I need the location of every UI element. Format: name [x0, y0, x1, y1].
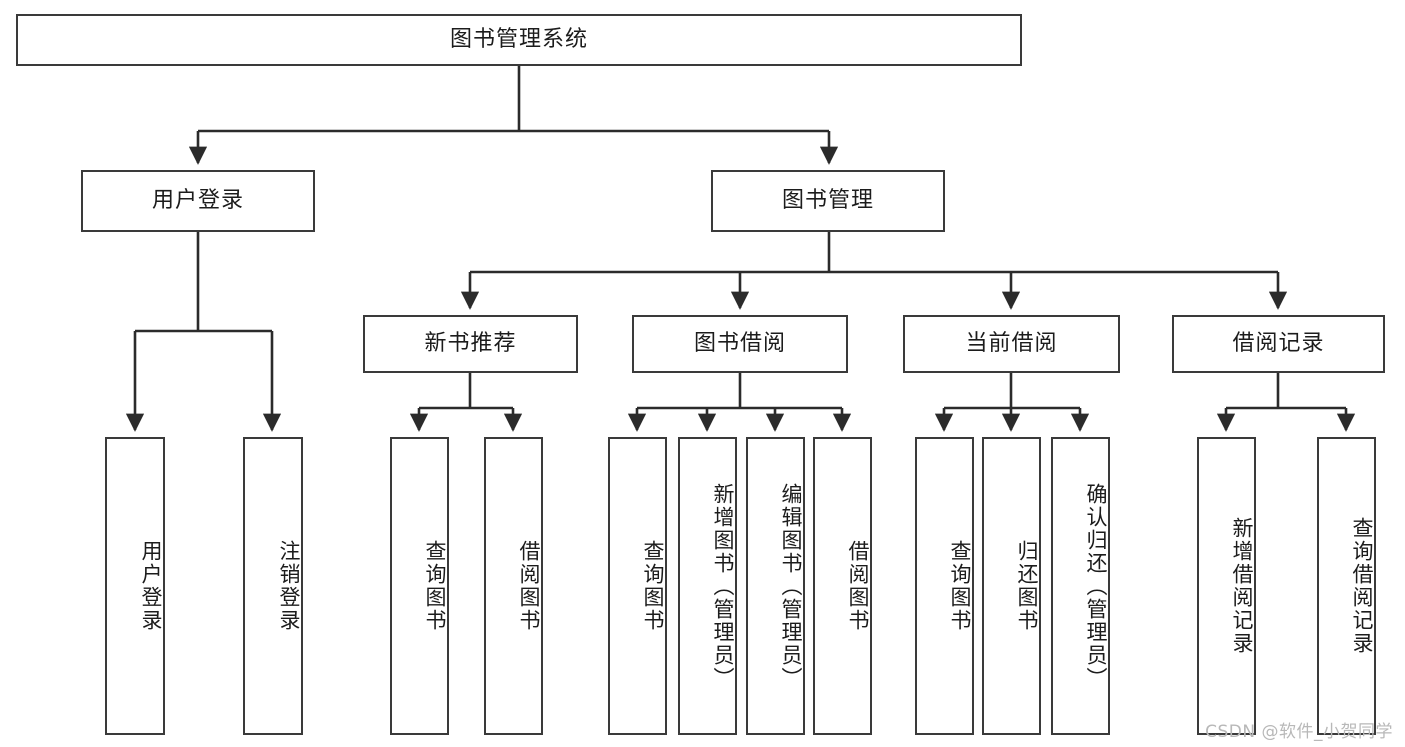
watermark-text: CSDN @软件_小贺同学: [1205, 722, 1393, 742]
node-root[interactable]: 图书管理系统: [16, 14, 1022, 66]
leaf-label: 查询图书: [641, 540, 665, 632]
node-leaf-query-borrow-record[interactable]: 查询借阅记录: [1317, 437, 1376, 735]
node-leaf-edit-book-admin[interactable]: 编辑图书（管理员）: [746, 437, 805, 735]
node-leaf-logout-login[interactable]: 注销登录: [243, 437, 303, 735]
leaf-label: 用户登录: [139, 540, 163, 632]
leaf-label: 查询图书: [423, 540, 447, 632]
node-new-book-recommend[interactable]: 新书推荐: [363, 315, 578, 373]
node-borrow-record[interactable]: 借阅记录: [1172, 315, 1385, 373]
node-leaf-return-book[interactable]: 归还图书: [982, 437, 1041, 735]
leaf-label: 新增借阅记录: [1230, 517, 1254, 655]
leaf-label: 查询借阅记录: [1350, 517, 1374, 655]
leaf-label: 编辑图书（管理员）: [779, 482, 803, 690]
leaf-label: 查询图书: [948, 540, 972, 632]
node-current-borrow[interactable]: 当前借阅: [903, 315, 1120, 373]
node-leaf-query-book-1[interactable]: 查询图书: [390, 437, 449, 735]
node-user-login[interactable]: 用户登录: [81, 170, 315, 232]
leaf-label: 注销登录: [277, 540, 301, 632]
node-leaf-add-borrow-record[interactable]: 新增借阅记录: [1197, 437, 1256, 735]
leaf-label: 借阅图书: [517, 540, 541, 632]
node-leaf-borrow-book-2[interactable]: 借阅图书: [813, 437, 872, 735]
node-leaf-confirm-return-admin[interactable]: 确认归还（管理员）: [1051, 437, 1110, 735]
leaf-label: 确认归还（管理员）: [1084, 482, 1108, 690]
node-leaf-query-book-2[interactable]: 查询图书: [608, 437, 667, 735]
node-leaf-query-book-3[interactable]: 查询图书: [915, 437, 974, 735]
node-leaf-user-login[interactable]: 用户登录: [105, 437, 165, 735]
node-leaf-add-book-admin[interactable]: 新增图书（管理员）: [678, 437, 737, 735]
leaf-label: 新增图书（管理员）: [711, 482, 735, 690]
node-leaf-borrow-book-1[interactable]: 借阅图书: [484, 437, 543, 735]
leaf-label: 归还图书: [1015, 540, 1039, 632]
node-book-management[interactable]: 图书管理: [711, 170, 945, 232]
leaf-label: 借阅图书: [846, 540, 870, 632]
node-book-borrow[interactable]: 图书借阅: [632, 315, 848, 373]
